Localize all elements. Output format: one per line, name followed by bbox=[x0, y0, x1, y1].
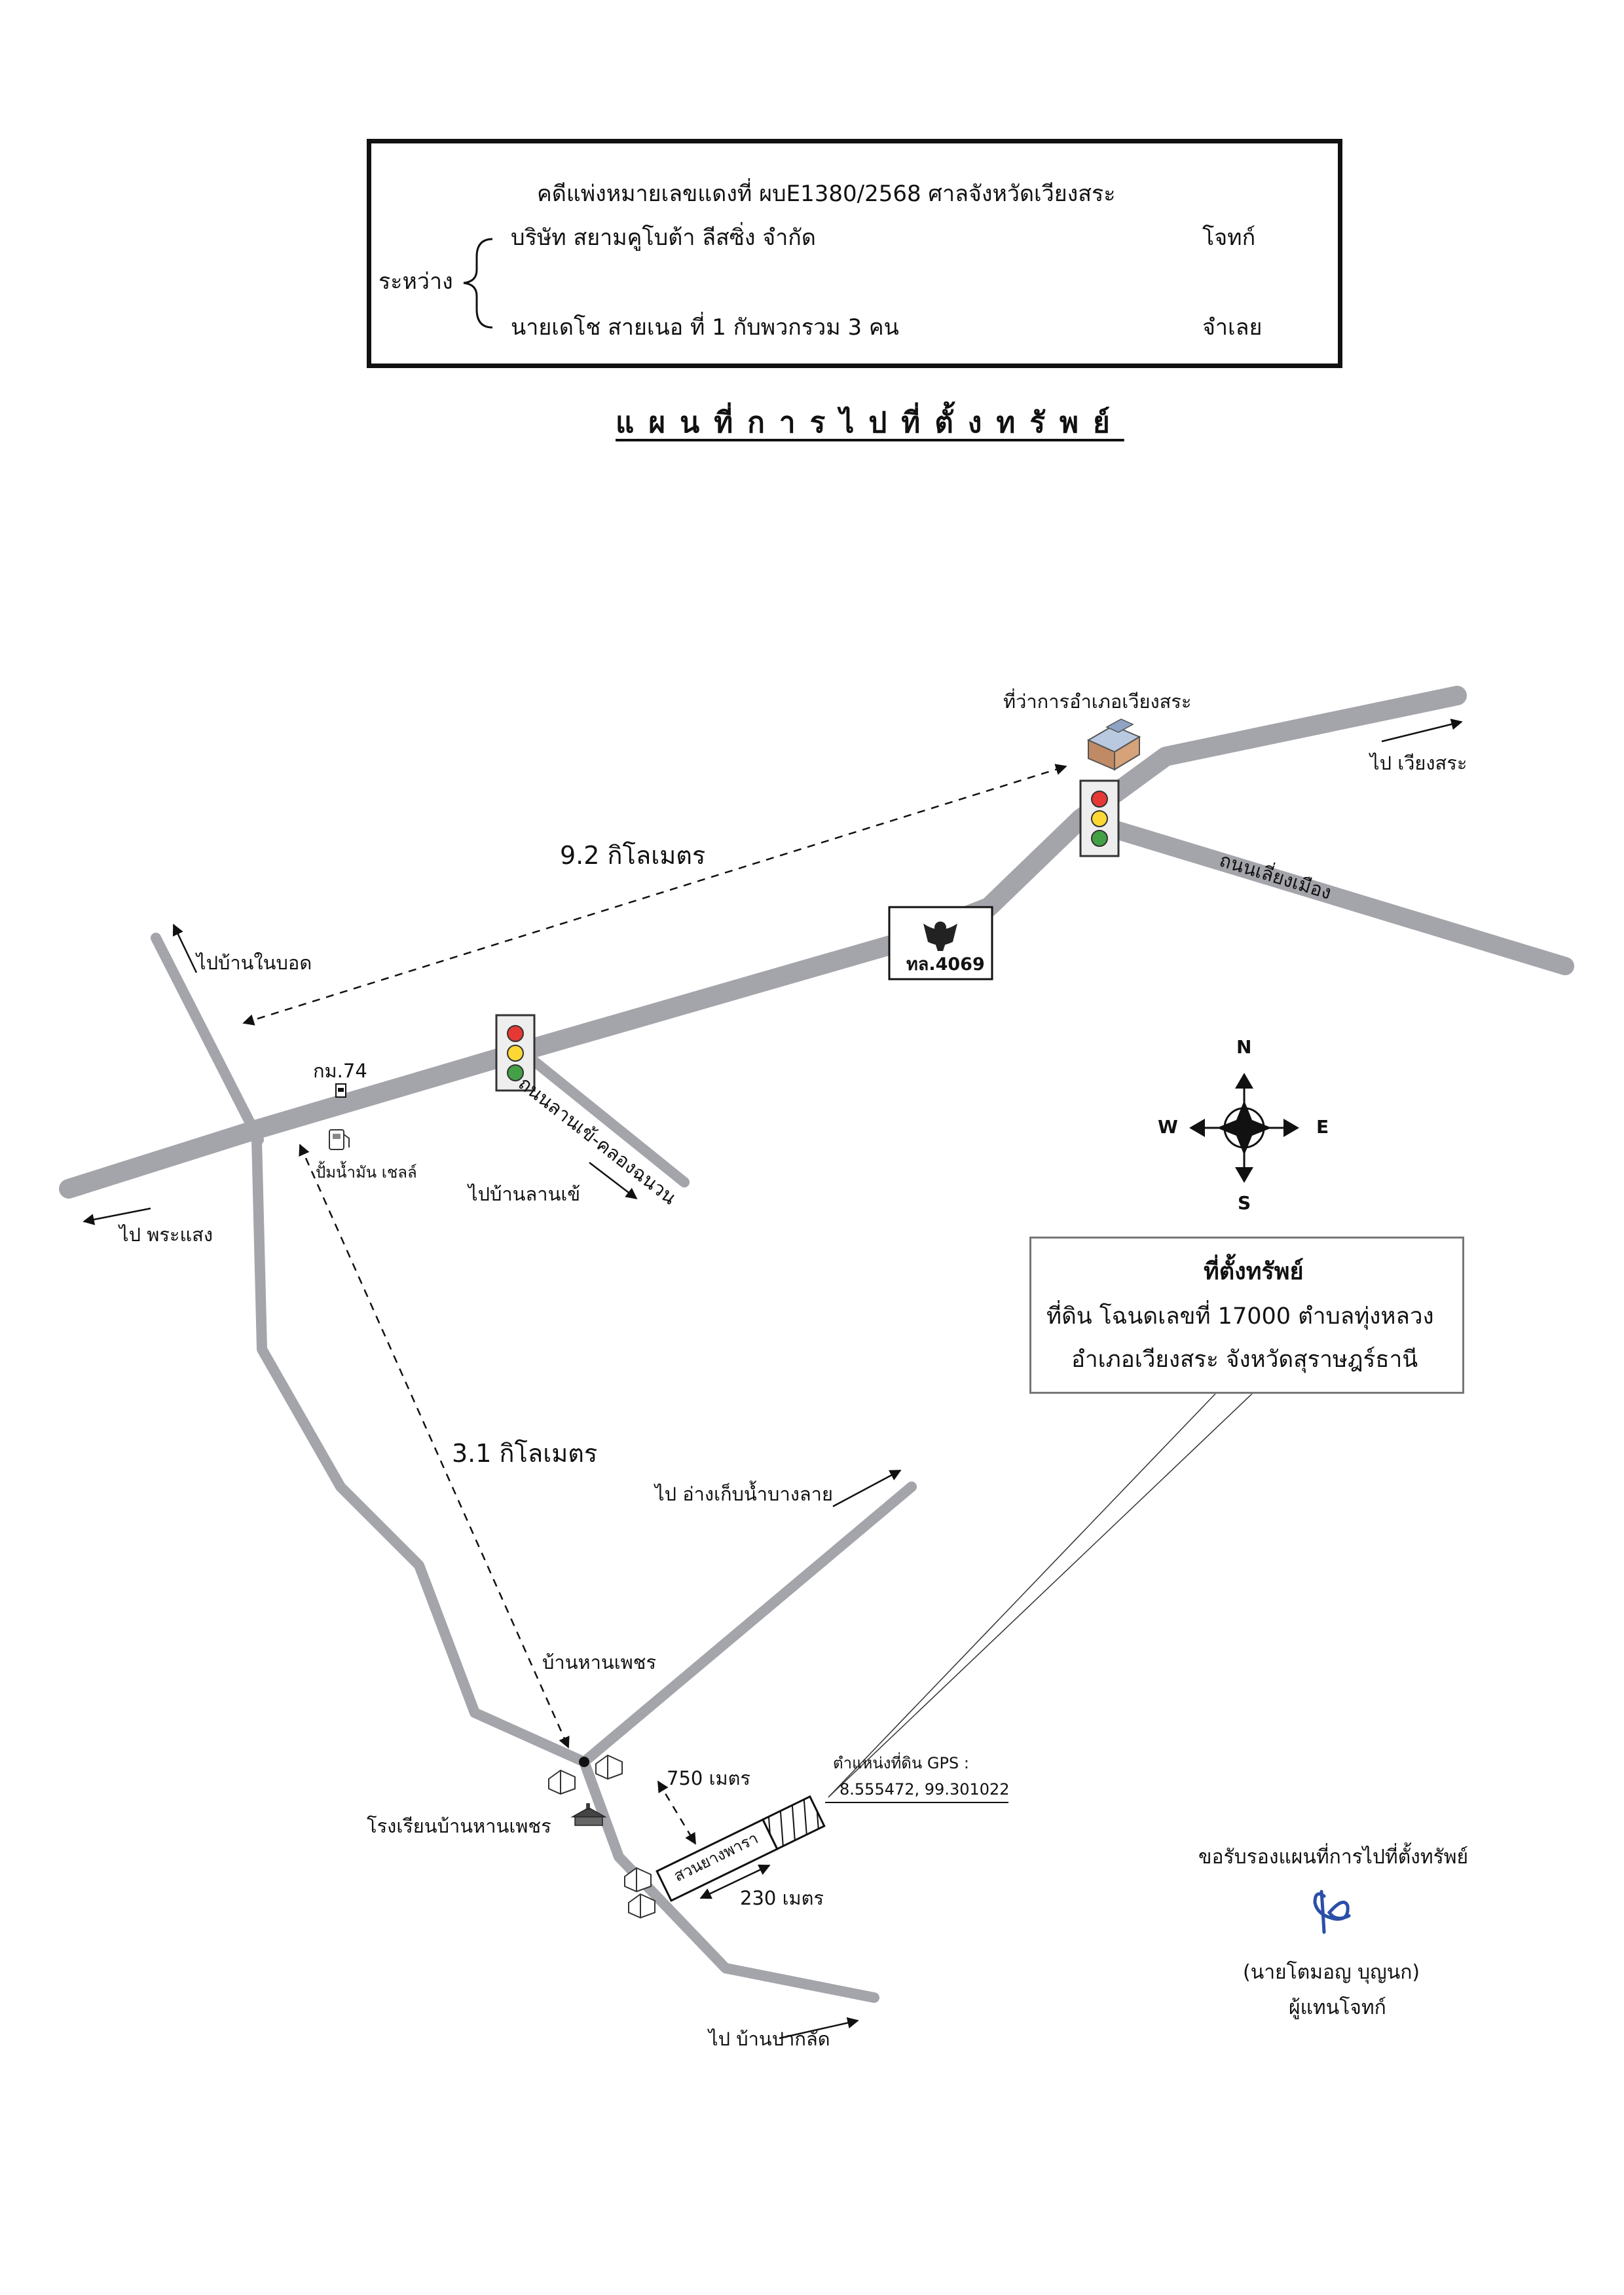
distance-3-1km-label: 3.1 กิโลเมตร bbox=[452, 1439, 598, 1468]
plaintiff-role: โจทก์ bbox=[1202, 225, 1256, 251]
between-brace bbox=[463, 238, 493, 329]
compass-north: N bbox=[1236, 1036, 1252, 1058]
case-number-line: คดีแพ่งหมายเลขแดงที่ ผบE1380/2568 ศาลจัง… bbox=[537, 181, 1116, 207]
signatory-role: ผู้แทนโจทก์ bbox=[1289, 1996, 1386, 2019]
property-location-title: ที่ตั้งทรัพย์ bbox=[1204, 1258, 1304, 1285]
distance-line-3-1km bbox=[299, 1144, 570, 1749]
district-office-icon bbox=[1086, 718, 1141, 771]
house-icon bbox=[548, 1769, 576, 1795]
defendant-role: จำเลย bbox=[1202, 314, 1263, 341]
district-office-label: ที่ว่าการอำเภอเวียงสระ bbox=[1003, 690, 1192, 713]
defendant-name: นายเดโช สายเนอ ที่ 1 กับพวกรวม 3 คน bbox=[511, 314, 899, 341]
to-phra-saeng-label: ไป พระแสง bbox=[119, 1223, 213, 1246]
distance-9-2km-label: 9.2 กิโลเมตร bbox=[560, 841, 706, 870]
school-label: โรงเรียนบ้านหานเพชร bbox=[367, 1815, 551, 1837]
compass-west: W bbox=[1158, 1116, 1178, 1138]
km-marker-icon bbox=[335, 1083, 346, 1098]
arrow-to-ban-nai-bot bbox=[172, 924, 198, 973]
distance-230m-label: 230 เมตร bbox=[740, 1887, 824, 1909]
arrow-to-pak-lat bbox=[779, 2017, 859, 2040]
highway-sign bbox=[888, 906, 993, 980]
signatory-name: (นายโตมอญ บุญนก) bbox=[1243, 1961, 1420, 1984]
gps-coordinates: 8.555472, 99.301022 bbox=[840, 1780, 1010, 1799]
road-south-to-village bbox=[251, 1134, 879, 2003]
property-district-line: อำเภอเวียงสระ จังหวัดสุราษฎร์ธานี bbox=[1071, 1347, 1418, 1373]
to-wiang-sa-label: ไป เวียงสระ bbox=[1370, 752, 1467, 774]
case-header-box bbox=[367, 139, 1342, 368]
distance-750m-label: 750 เมตร bbox=[667, 1767, 751, 1789]
house-icon bbox=[595, 1754, 623, 1780]
km-marker-label: กม.74 bbox=[313, 1060, 367, 1082]
to-reservoir-label: ไป อ่างเก็บน้ำบางลาย bbox=[655, 1483, 833, 1505]
property-deed-line: ที่ดิน โฉนดเลขที่ 17000 ตำบลทุ่งหลวง bbox=[1046, 1303, 1434, 1330]
arrow-to-reservoir bbox=[832, 1469, 902, 1508]
certification-text: ขอรับรองแผนที่การไปที่ตั้งทรัพย์ bbox=[1198, 1846, 1469, 1869]
to-ban-nai-bot-label: ไปบ้านในบอด bbox=[196, 952, 312, 974]
distance-line-9-2km bbox=[242, 764, 1067, 1026]
arrow-to-phra-saeng bbox=[83, 1207, 151, 1225]
bypass-road bbox=[1096, 817, 1574, 975]
road-to-reservoir bbox=[579, 1482, 917, 1767]
plaintiff-name: บริษัท สยามคูโบต้า ลีสซิ่ง จำกัด bbox=[511, 225, 816, 251]
to-pak-lat-label: ไป บ้านปากลัด bbox=[709, 2028, 830, 2050]
traffic-light-icon bbox=[495, 1014, 536, 1092]
road-lan-se bbox=[517, 1047, 690, 1187]
village-junction-dot bbox=[579, 1757, 589, 1767]
signature-mark bbox=[1313, 1890, 1351, 1934]
gps-label: ตำแหน่งที่ดิน GPS : bbox=[833, 1754, 969, 1772]
pointer-lines bbox=[828, 1393, 1253, 1798]
garuda-emblem-icon bbox=[923, 922, 957, 951]
highway-sign-label: ทล.4069 bbox=[906, 954, 985, 975]
arrow-to-wiang-sa bbox=[1381, 718, 1463, 743]
between-label: ระหว่าง bbox=[378, 269, 453, 295]
road-to-ban-nai-bot bbox=[151, 933, 264, 1145]
distance-line-750m bbox=[657, 1780, 697, 1845]
gas-pump-icon bbox=[329, 1129, 350, 1150]
school-icon bbox=[570, 1803, 607, 1826]
arrow-to-ban-lan-se bbox=[589, 1162, 638, 1200]
compass-south: S bbox=[1238, 1192, 1251, 1214]
village-label: บ้านหานเพชร bbox=[542, 1651, 657, 1673]
house-icon bbox=[628, 1893, 655, 1919]
to-ban-lan-se-label: ไปบ้านลานเข้ bbox=[468, 1183, 581, 1205]
map-title: แผนที่การไปที่ตั้งทรัพย์ bbox=[616, 406, 1124, 439]
compass-rose-icon bbox=[1189, 1073, 1299, 1183]
gas-station-label: ปั้มน้ำมัน เชลล์ bbox=[316, 1163, 417, 1182]
land-parcel bbox=[655, 1795, 826, 1902]
traffic-light-icon bbox=[1079, 779, 1120, 857]
house-icon bbox=[624, 1867, 652, 1893]
property-location-box bbox=[1029, 1237, 1464, 1394]
compass-east: E bbox=[1316, 1116, 1329, 1138]
distance-line-230m bbox=[699, 1864, 771, 1899]
